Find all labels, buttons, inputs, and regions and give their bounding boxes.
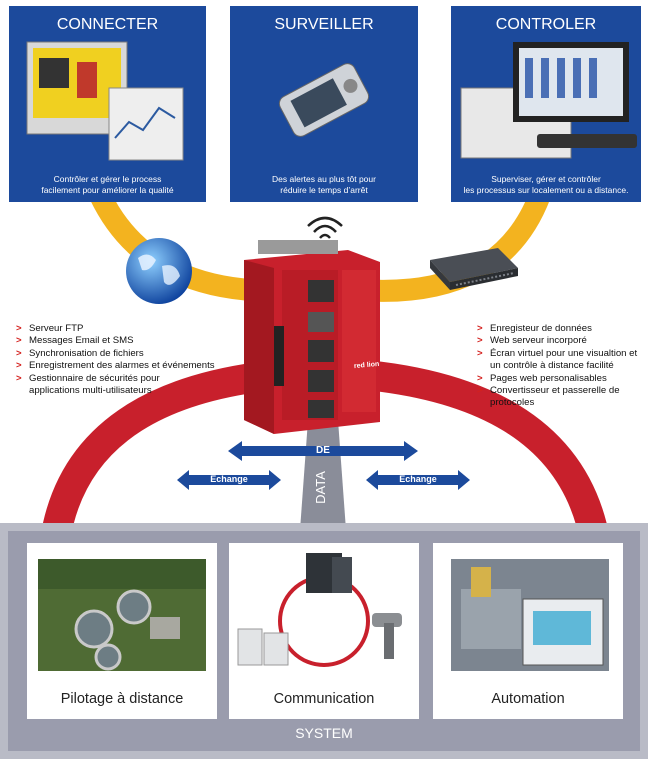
panel-surveiller: SURVEILLER Des alertes au plus tôt pour … — [230, 6, 418, 202]
panel-connecter: CONNECTER Contrôler et gérer le process … — [9, 6, 206, 202]
feature-item: Écran virtuel pour une visualtion et un … — [477, 348, 642, 373]
panel-caption: Des alertes au plus tôt pour réduire le … — [272, 174, 376, 195]
exchange-arrow-right: Échange — [366, 470, 470, 490]
panel-controler: CONTROLER Superviser, gérer et contrôler… — [451, 6, 641, 202]
globe-icon — [126, 238, 192, 304]
water-plant-photo — [38, 559, 206, 671]
de-label: DE — [316, 445, 330, 456]
data-label-center: DATA — [312, 471, 328, 504]
system-card-label: Pilotage à distance — [60, 691, 184, 707]
feature-item: Gestionnaire de sécurités pour applicati… — [16, 373, 199, 398]
feature-item: Serveur FTP — [16, 323, 236, 336]
exchange-label: Échange — [210, 474, 248, 484]
network-switch-icon — [430, 248, 518, 290]
feature-item: Messages Email et SMS — [16, 335, 236, 348]
features-right-list: Enregisteur de données Web serveur incor… — [477, 323, 642, 410]
wireless-icon — [307, 216, 343, 239]
feature-item: Synchronisation de fichiers — [16, 348, 236, 361]
pda-image — [230, 38, 418, 164]
system-card-automation: Automation — [433, 543, 623, 719]
features-left-list: Serveur FTP Messages Email et SMS Synchr… — [16, 323, 236, 397]
feature-item: Convertisseur et passerelle de protocole… — [477, 385, 630, 410]
feature-item: Web serveur incorporé — [477, 335, 642, 348]
system-card-communication: Communication — [229, 543, 419, 719]
panel-title: CONTROLER — [495, 16, 597, 33]
feature-item: Pages web personalisables — [477, 373, 642, 386]
system-card-label: Communication — [273, 691, 375, 707]
system-card-label: Automation — [491, 691, 565, 707]
factory-machine-photo — [451, 559, 609, 671]
data-station-device: red lion — [238, 240, 386, 434]
panel-title: SURVEILLER — [274, 16, 374, 33]
feature-item: Enregistrement des alarmes et événements — [16, 360, 236, 373]
de-arrow: DE — [228, 441, 418, 461]
panel-caption: Contrôler et gérer le process facilement… — [41, 174, 174, 195]
exchange-label: Échange — [399, 474, 437, 484]
panel-caption: Superviser, gérer et contrôler les proce… — [463, 174, 629, 195]
system-title: SYSTEM — [295, 725, 353, 741]
exchange-arrow-left: Échange — [177, 470, 281, 490]
monitor-image — [451, 38, 641, 164]
communication-devices-image — [237, 553, 402, 667]
feature-item: Enregisteur de données — [477, 323, 642, 336]
system-card-pilotage: Pilotage à distance — [27, 543, 217, 719]
panel-title: CONNECTER — [56, 16, 159, 33]
hmi-screens-image — [9, 38, 206, 164]
